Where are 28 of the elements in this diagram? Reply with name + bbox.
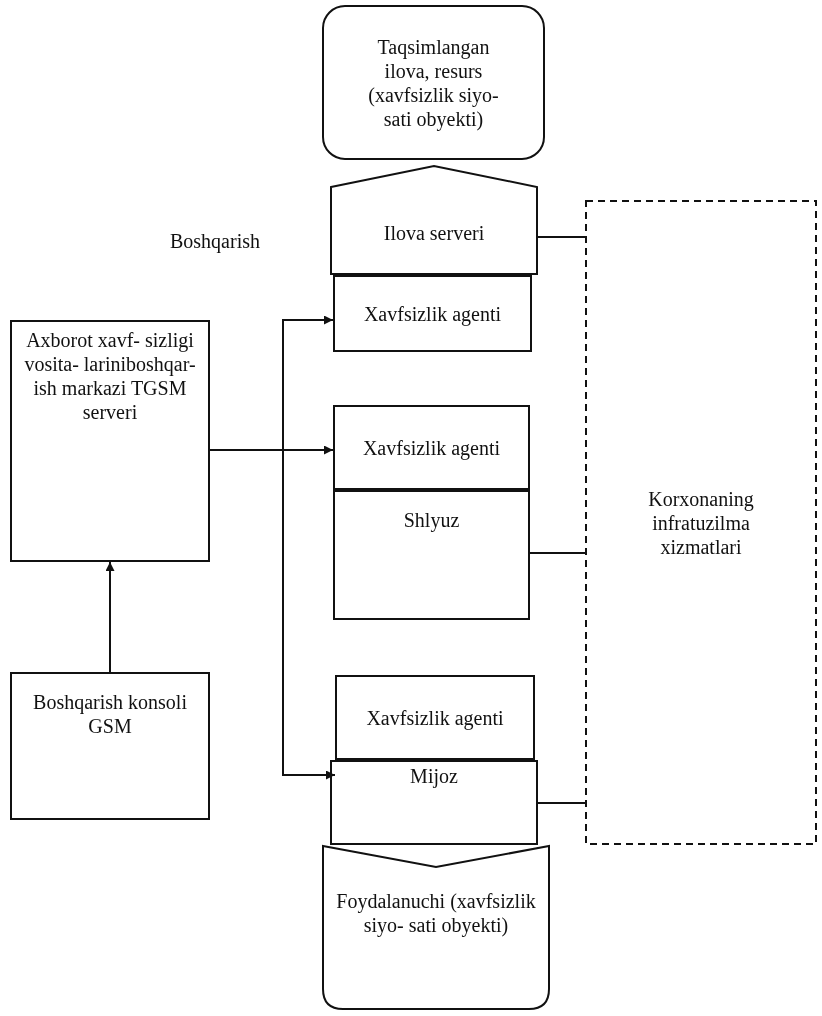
node-label: Xavfsizlik agenti: [362, 435, 501, 460]
node-label: Foydalanuchi (xavfsizlik siyo- sati obyekti): [336, 889, 536, 937]
process-box: [333, 405, 530, 490]
process-box: [330, 760, 538, 845]
arrow: [209, 449, 336, 780]
connector-line: [537, 802, 586, 804]
arrow: [105, 561, 115, 673]
node-label: Xavfsizlik agenti: [366, 705, 504, 730]
annotation-label: Boshqarish: [170, 230, 260, 253]
process-box: [333, 490, 530, 620]
process-box: [335, 675, 535, 760]
node-label: Shlyuz: [403, 508, 460, 532]
notched-rounded-box: [322, 845, 550, 1010]
node-label: Xavfsizlik agenti: [363, 301, 502, 326]
connector-line: [529, 552, 586, 554]
dashed-box: [585, 200, 817, 845]
node-label: Korxonaning infratuzilma xizmatlari: [647, 486, 755, 559]
process-box: [10, 320, 210, 562]
connector-line: [537, 236, 586, 238]
node-label: Ilova serveri: [383, 221, 485, 245]
rounded-box: [322, 5, 545, 160]
node-label: Axborot xavf- sizligi vosita- lariniboshqar- ish markazi TGSM serveri: [23, 328, 197, 424]
process-box: [10, 672, 210, 820]
node-label: Mijoz: [410, 764, 458, 788]
node-label: Boshqarish konsoli GSM: [32, 690, 188, 738]
pentagon-box: [330, 165, 538, 275]
process-box: [333, 275, 532, 352]
node-label: Taqsimlangan ilova, resurs (xavfsizlik siyo- sati obyekti): [367, 34, 500, 131]
